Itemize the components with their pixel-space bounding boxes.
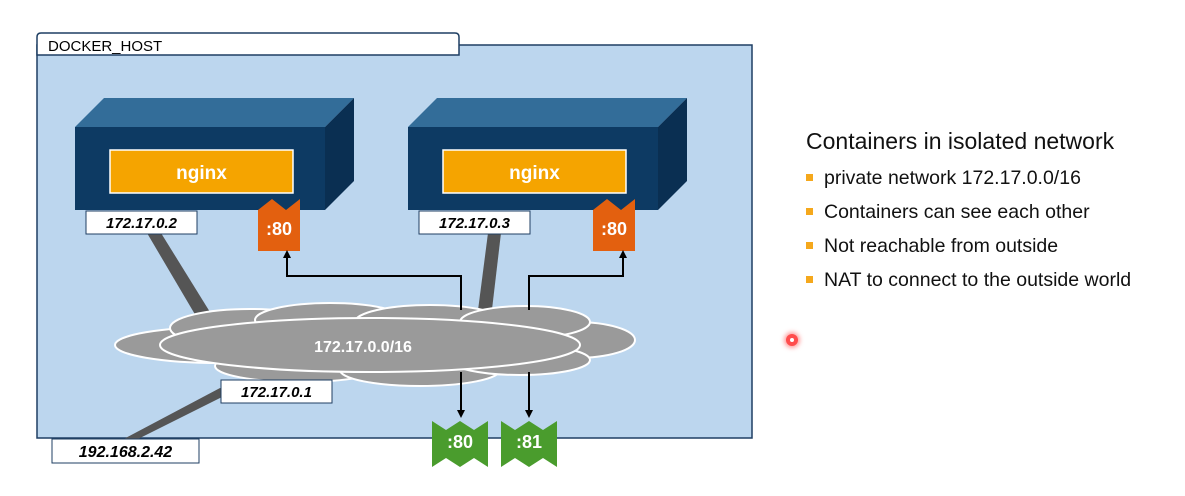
published-port-80-badge [432,421,488,467]
cable-container-1 [147,233,218,328]
laser-pointer-icon [786,334,798,346]
host-ip-box [51,438,200,464]
container-2-ip: 172.17.0.3 [439,215,511,232]
list-item-text: NAT to connect to the outside world [824,269,1132,291]
docker-host-label: DOCKER_HOST [48,38,162,55]
container-2-app-box [442,149,627,194]
published-port-81-badge [501,421,557,467]
container-2-ip-box [418,210,531,235]
list-item-text: Not reachable from outside [824,235,1059,257]
cable-container-2 [477,233,501,318]
notes-panel: Containers in isolated network private n… [806,128,1176,302]
container-1-ip: 172.17.0.2 [106,215,178,232]
list-item: Not reachable from outside [806,234,1176,258]
arrow-to-container-2-port [528,250,627,310]
published-port-81: :81 [516,432,542,452]
container-1: nginx [75,98,354,210]
container-1-side [325,98,354,210]
container-1-port-badge [258,199,300,251]
container-2-port: :80 [601,219,627,239]
bullet-icon [806,208,813,215]
container-1-top [75,98,354,127]
notes-list: private network 172.17.0.0/16 Containers… [806,166,1176,292]
host-ip: 192.168.2.42 [79,444,173,461]
list-item: private network 172.17.0.0/16 [806,166,1176,190]
cable-host-uplink [120,388,232,441]
notes-title: Containers in isolated network [806,128,1115,154]
container-1-port: :80 [266,219,292,239]
network-cloud-core [165,320,575,370]
gateway-ip: 172.17.0.1 [241,384,312,401]
container-2: nginx [408,98,687,210]
list-item-text: Containers can see each other [824,201,1090,223]
bullet-icon [806,242,813,249]
published-port-80: :80 [447,432,473,452]
docker-host-tab [36,32,460,56]
container-2-port-badge [593,199,635,251]
arrow-to-container-1-port [283,250,462,310]
list-item-text: private network 172.17.0.0/16 [824,167,1081,189]
container-2-app-label: nginx [509,163,560,184]
bullet-icon [806,276,813,283]
container-1-app-box [109,149,294,194]
container-1-ip-box [85,210,198,235]
container-2-top [408,98,687,127]
list-item: Containers can see each other [806,200,1176,224]
list-item: NAT to connect to the outside world [806,268,1159,292]
bullet-icon [806,174,813,181]
network-cidr: 172.17.0.0/16 [314,339,412,356]
container-1-app-label: nginx [176,163,227,184]
gateway-ip-box [220,379,333,404]
container-2-side [658,98,687,210]
